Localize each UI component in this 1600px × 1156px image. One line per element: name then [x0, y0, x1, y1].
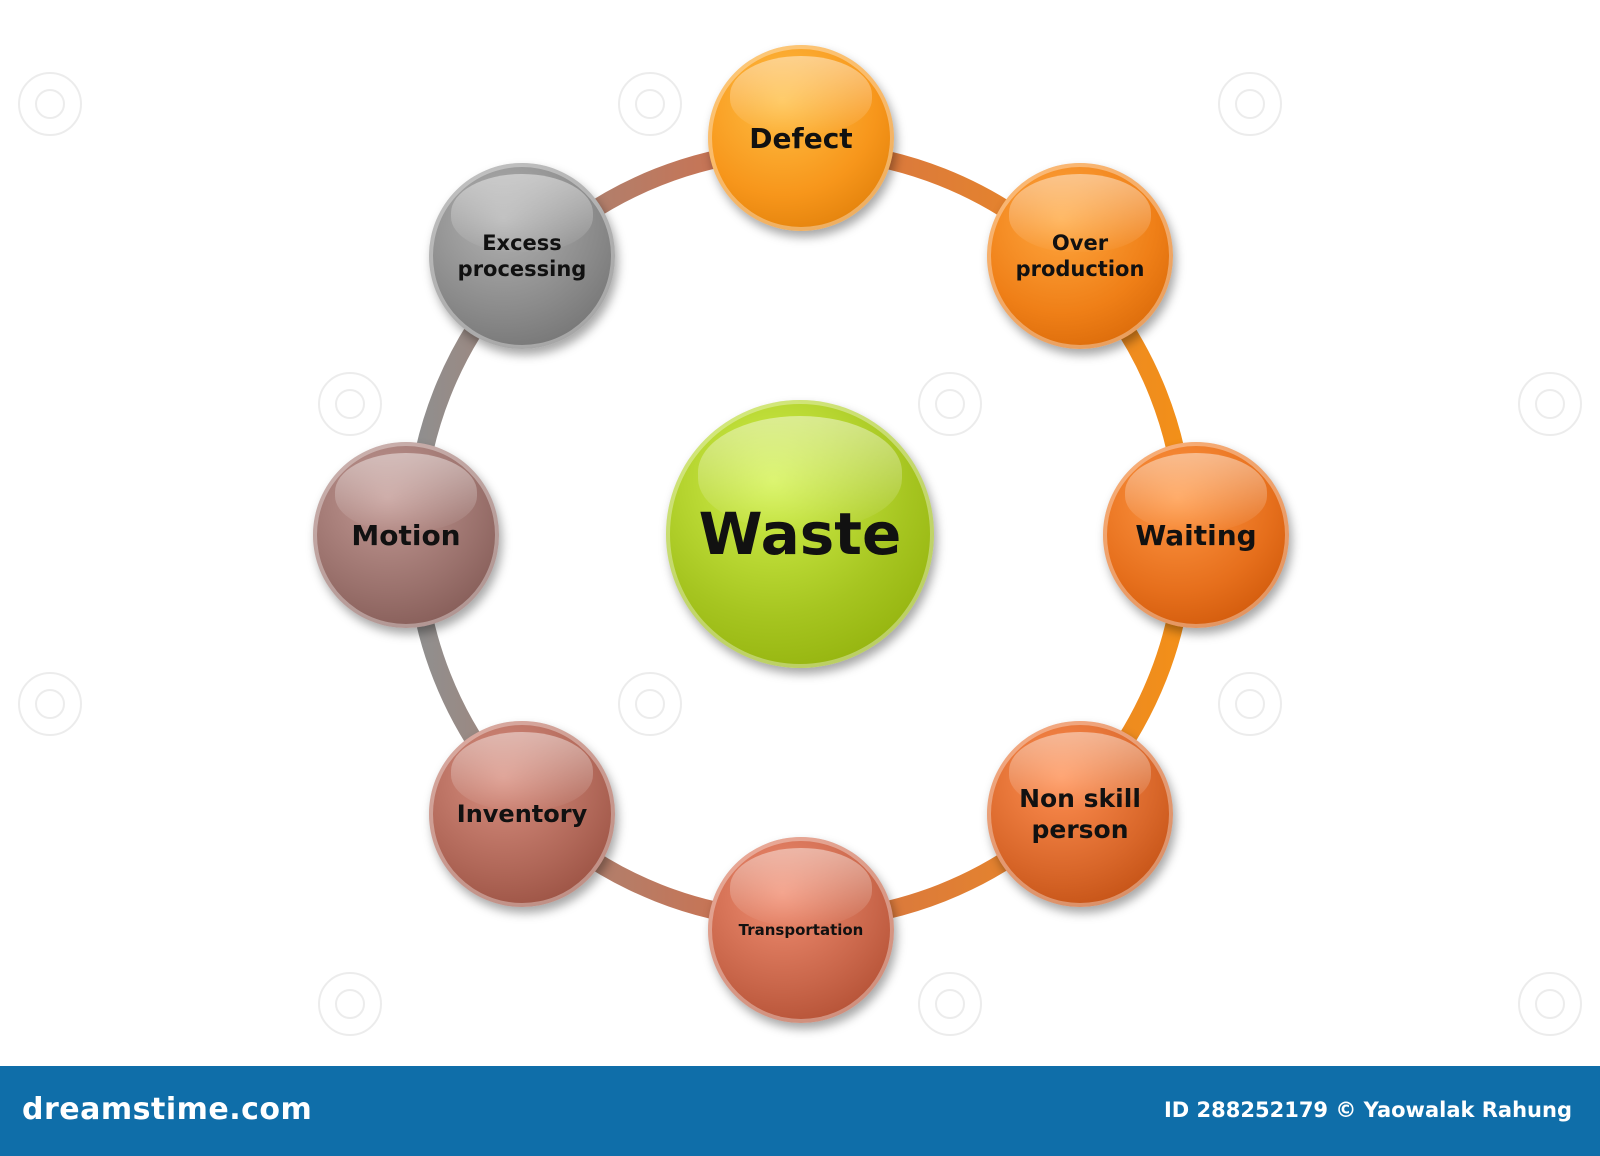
watermark-swirl-icon — [1518, 972, 1582, 1036]
watermark-swirl-icon — [18, 72, 82, 136]
node-defect-label: Defect — [749, 121, 853, 155]
watermark-swirl-icon — [18, 672, 82, 736]
node-waiting: Waiting — [1103, 442, 1289, 628]
center-label: Waste — [698, 499, 902, 568]
watermark-swirl-icon — [618, 672, 682, 736]
node-motion: Motion — [313, 442, 499, 628]
node-defect: Defect — [708, 45, 894, 231]
dreamstime-logo[interactable]: dreamstime.com — [22, 1092, 313, 1127]
node-motion-label: Motion — [351, 518, 461, 552]
image-credit: ID 288252179 © Yaowalak Rahung — [1163, 1098, 1572, 1122]
watermark-swirl-icon — [918, 972, 982, 1036]
footer-bar: dreamstime.com ID 288252179 © Yaowalak R… — [0, 1066, 1600, 1156]
watermark-swirl-icon — [318, 372, 382, 436]
node-inventory: Inventory — [429, 721, 615, 907]
center-waste-node: Waste — [666, 400, 934, 668]
node-over-production: Over production — [987, 163, 1173, 349]
watermark-swirl-icon — [918, 372, 982, 436]
watermark-swirl-icon — [1218, 672, 1282, 736]
node-inventory-label: Inventory — [456, 800, 588, 828]
node-excess-processing-label: Excess processing — [457, 230, 587, 281]
watermark-swirl-icon — [1518, 372, 1582, 436]
waste-cycle-diagram: Waste Defect Over production Waiting Non… — [18, 45, 1582, 1036]
node-transportation-label: Transportation — [738, 920, 864, 939]
node-transportation: Transportation — [708, 837, 894, 1023]
node-waiting-label: Waiting — [1135, 518, 1257, 552]
node-non-skill-person-label: Non skill person — [1019, 783, 1141, 844]
node-over-production-label: Over production — [1015, 230, 1145, 281]
watermark-swirl-icon — [318, 972, 382, 1036]
node-non-skill-person: Non skill person — [987, 721, 1173, 907]
watermark-swirl-icon — [618, 72, 682, 136]
node-excess-processing: Excess processing — [429, 163, 615, 349]
watermark-swirl-icon — [1218, 72, 1282, 136]
